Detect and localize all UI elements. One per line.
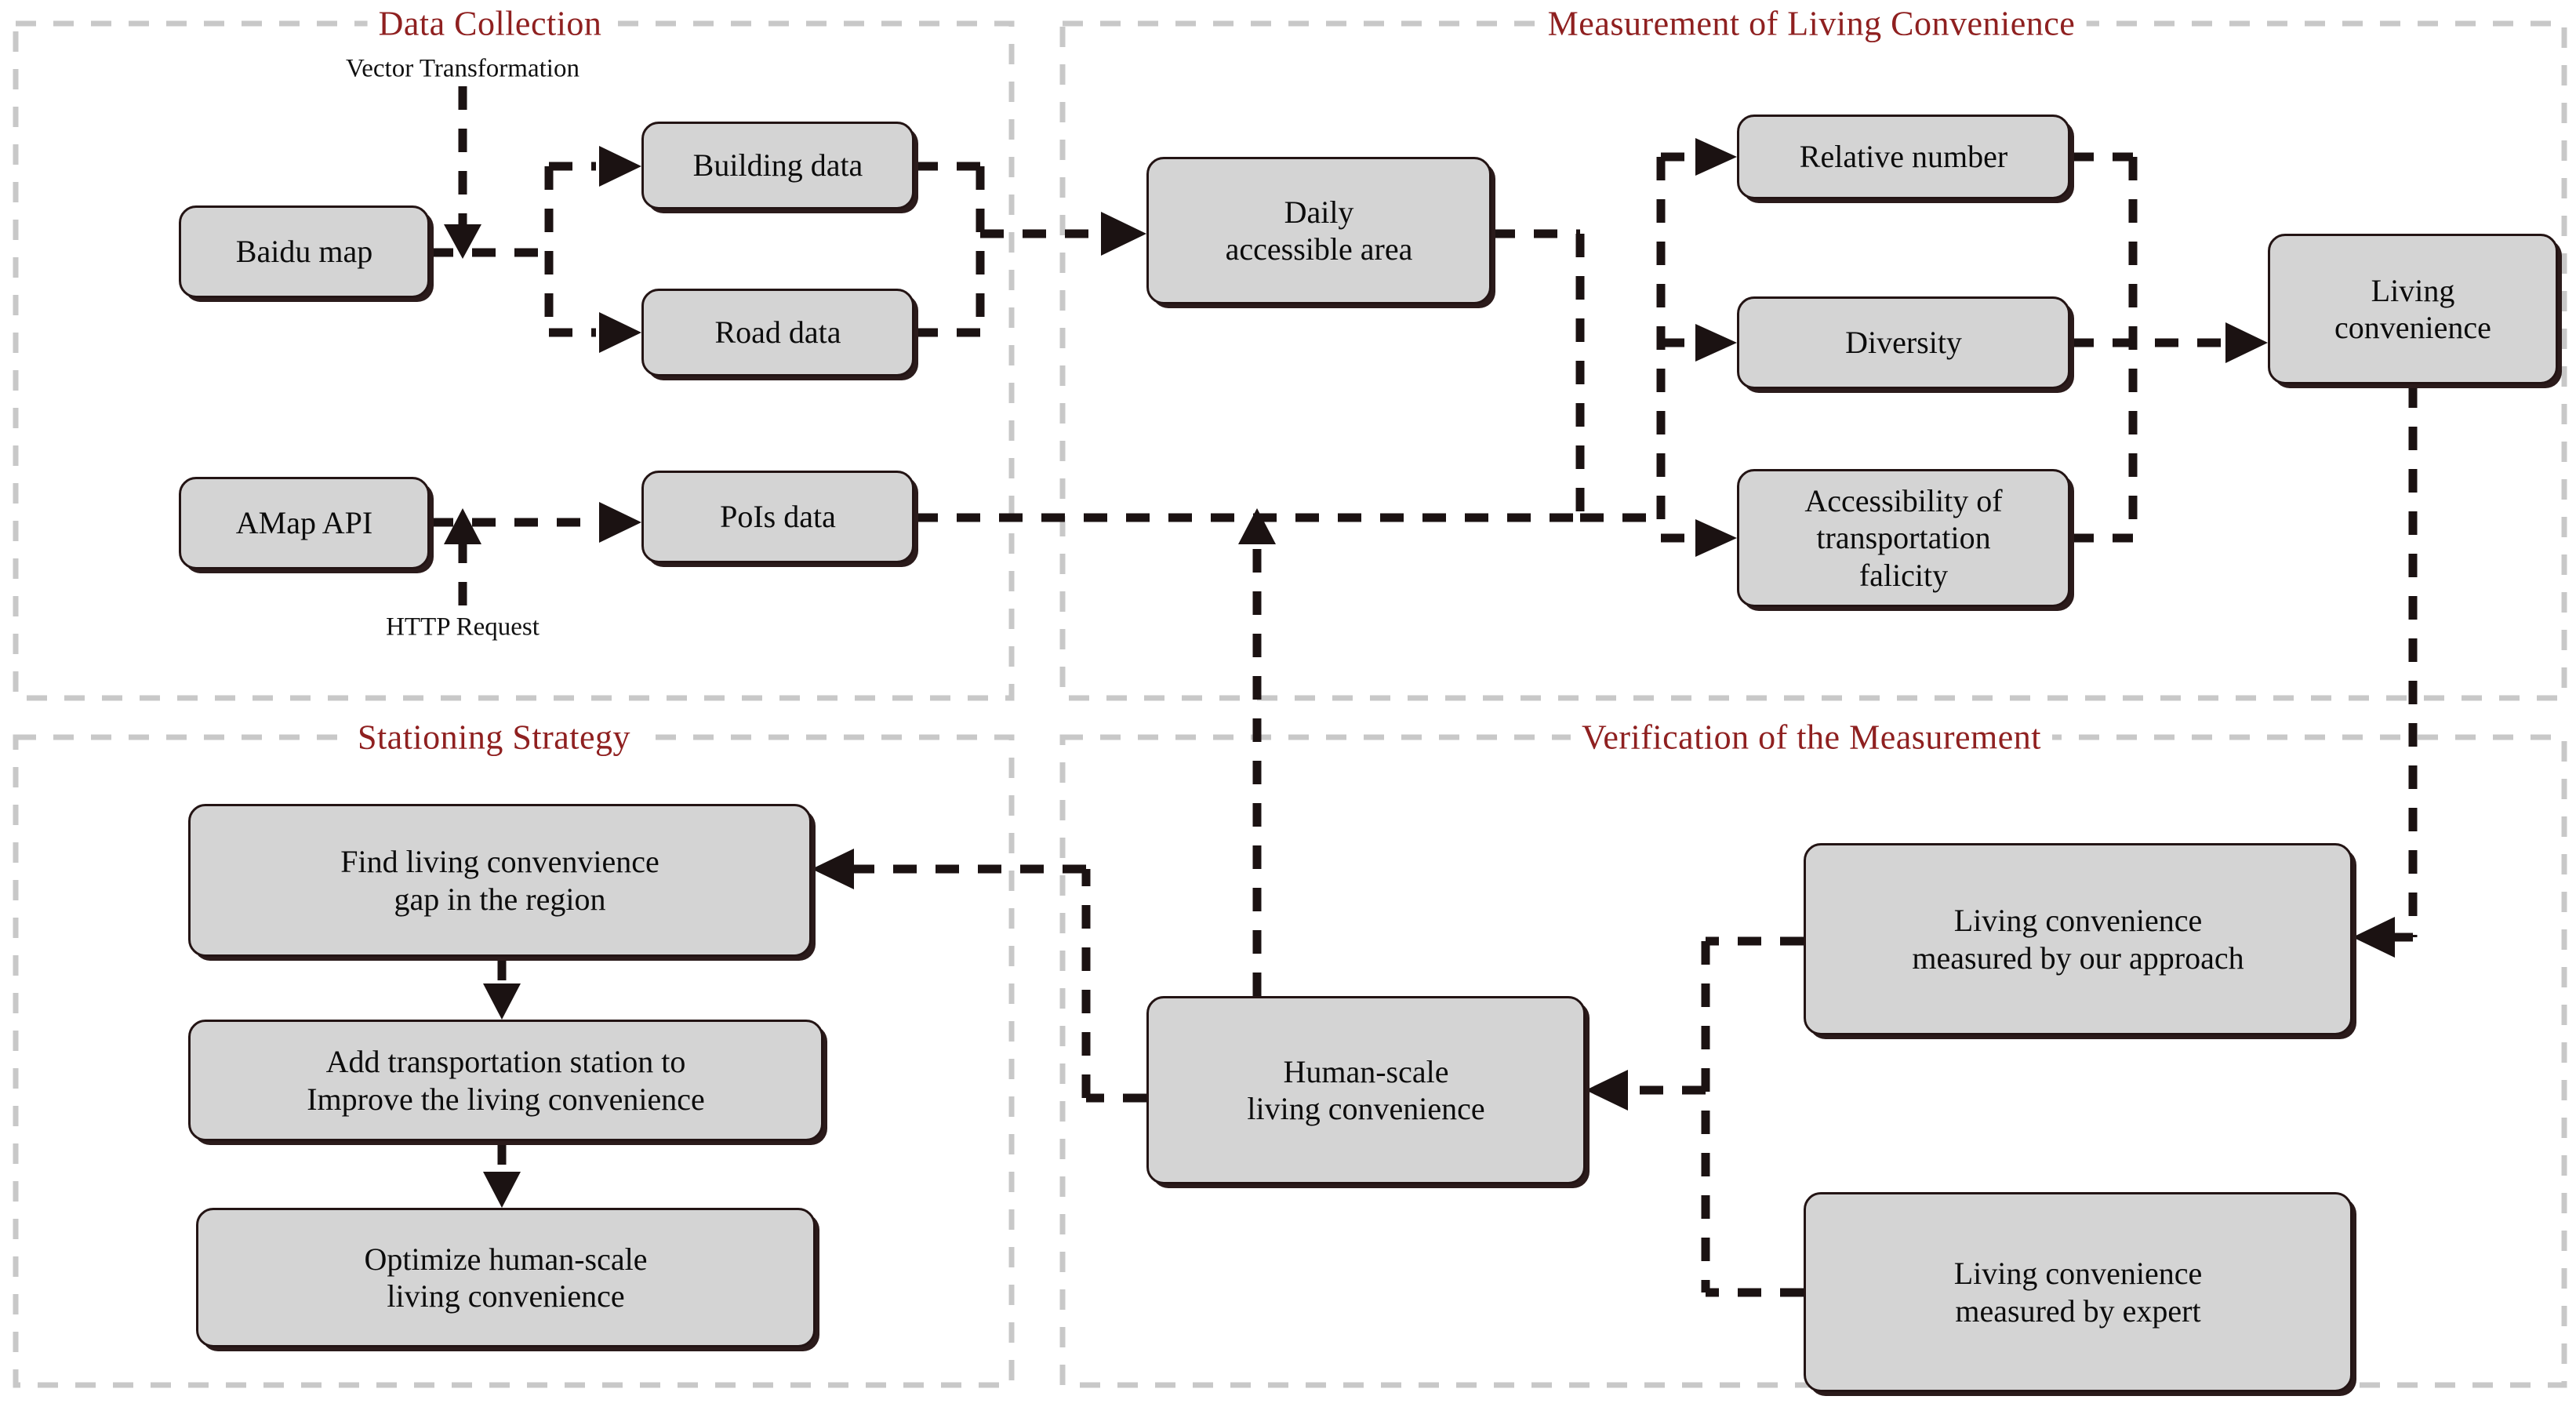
node-label: Relative number <box>1799 139 2008 175</box>
node-find-living-convenience-gap[interactable]: Find living convenvience gap in the regi… <box>188 804 812 957</box>
node-label: AMap API <box>235 505 373 541</box>
arrowhead-http-request <box>444 508 481 544</box>
arrowhead-accessibility <box>1695 519 1737 557</box>
node-living-convenience-measured-by-our-approach[interactable]: Living convenience measured by our appro… <box>1804 843 2353 1035</box>
arrowhead-relative-number <box>1695 138 1737 176</box>
node-road-data[interactable]: Road data <box>641 289 914 376</box>
arrowhead-vector-transformation <box>444 224 481 259</box>
panel-title-verification: Verification of the Measurement <box>1570 717 2053 758</box>
node-label-line-2: living convenience <box>1247 1091 1485 1126</box>
node-label-line-2: gap in the region <box>394 881 606 917</box>
arrowhead-daily-area <box>1101 212 1146 256</box>
node-label-line-1: Add transportation station to <box>325 1044 686 1080</box>
node-living-convenience[interactable]: Living convenience <box>2268 234 2558 384</box>
node-label-line-2: accessible area <box>1225 231 1413 267</box>
node-diversity[interactable]: Diversity <box>1737 296 2070 389</box>
node-building-data[interactable]: Building data <box>641 122 914 209</box>
node-label-line-1: Living convenience <box>1953 903 2203 939</box>
node-label-line-1: Optimize human-scale <box>364 1241 648 1277</box>
arrowhead-living-convenience <box>2225 322 2268 363</box>
arrowhead-optimize <box>483 1172 521 1208</box>
node-accessibility-of-transportation-falicity[interactable]: Accessibility of transportation falicity <box>1737 469 2070 607</box>
connector-lines <box>430 86 2418 1297</box>
node-label-line-2: measured by expert <box>1955 1292 2201 1329</box>
node-daily-accessible-area[interactable]: Daily accessible area <box>1146 157 1491 304</box>
node-relative-number[interactable]: Relative number <box>1737 115 2070 199</box>
node-label: Building data <box>692 147 863 184</box>
arrowhead-diversity <box>1695 324 1737 362</box>
node-living-convenience-measured-by-expert[interactable]: Living convenience measured by expert <box>1804 1192 2353 1392</box>
node-label-line-2: convenience <box>2334 310 2491 345</box>
node-add-transportation-station[interactable]: Add transportation station to Improve th… <box>188 1020 823 1141</box>
connector-arrowheads <box>444 138 2395 1208</box>
node-amap-api[interactable]: AMap API <box>179 477 430 569</box>
node-label-line-2: Improve the living convenience <box>307 1081 705 1117</box>
arrowhead-building-data <box>599 146 641 187</box>
arrowhead-road-data <box>599 312 641 353</box>
node-label-line-1: Living <box>2371 272 2455 308</box>
node-baidu-map[interactable]: Baidu map <box>179 205 430 298</box>
arrowhead-pois-line-join <box>1238 508 1276 544</box>
node-label-line-2: living convenience <box>387 1278 625 1314</box>
arrowhead-lc-our-approach <box>2353 917 2395 958</box>
node-label-line-2: measured by our approach <box>1912 940 2244 976</box>
node-label-line-1: Living convenience <box>1953 1256 2203 1292</box>
node-label-line-1: Daily <box>1284 194 1354 230</box>
arrowhead-pois-data <box>599 502 641 543</box>
arrowhead-add-station <box>483 983 521 1020</box>
node-human-scale-living-convenience[interactable]: Human-scale living convenience <box>1146 996 1586 1184</box>
node-label-line-2: transportation <box>1816 520 1991 556</box>
node-label-line-3: falicity <box>1858 557 1949 593</box>
node-label: Baidu map <box>235 234 373 270</box>
node-optimize-human-scale-living-convenience[interactable]: Optimize human-scale living convenience <box>196 1208 816 1347</box>
edge-label-http-request: HTTP Request <box>381 613 544 642</box>
arrowhead-human-scale <box>1586 1070 1628 1111</box>
node-label-line-1: Accessibility of <box>1804 483 2003 519</box>
node-label: Road data <box>714 314 841 351</box>
edge-label-vector-transformation: Vector Transformation <box>341 54 584 84</box>
panel-title-stationing: Stationing Strategy <box>346 717 642 758</box>
node-label-line-1: Human-scale <box>1283 1053 1449 1089</box>
arrowhead-find-gap <box>812 849 854 889</box>
node-label: PoIs data <box>720 499 836 535</box>
node-label-line-1: Find living convenvience <box>340 844 659 880</box>
panel-title-data-collection: Data Collection <box>367 3 613 44</box>
node-pois-data[interactable]: PoIs data <box>641 471 914 563</box>
node-label: Diversity <box>1845 325 1962 361</box>
panel-title-measurement: Measurement of Living Convenience <box>1536 3 2087 44</box>
